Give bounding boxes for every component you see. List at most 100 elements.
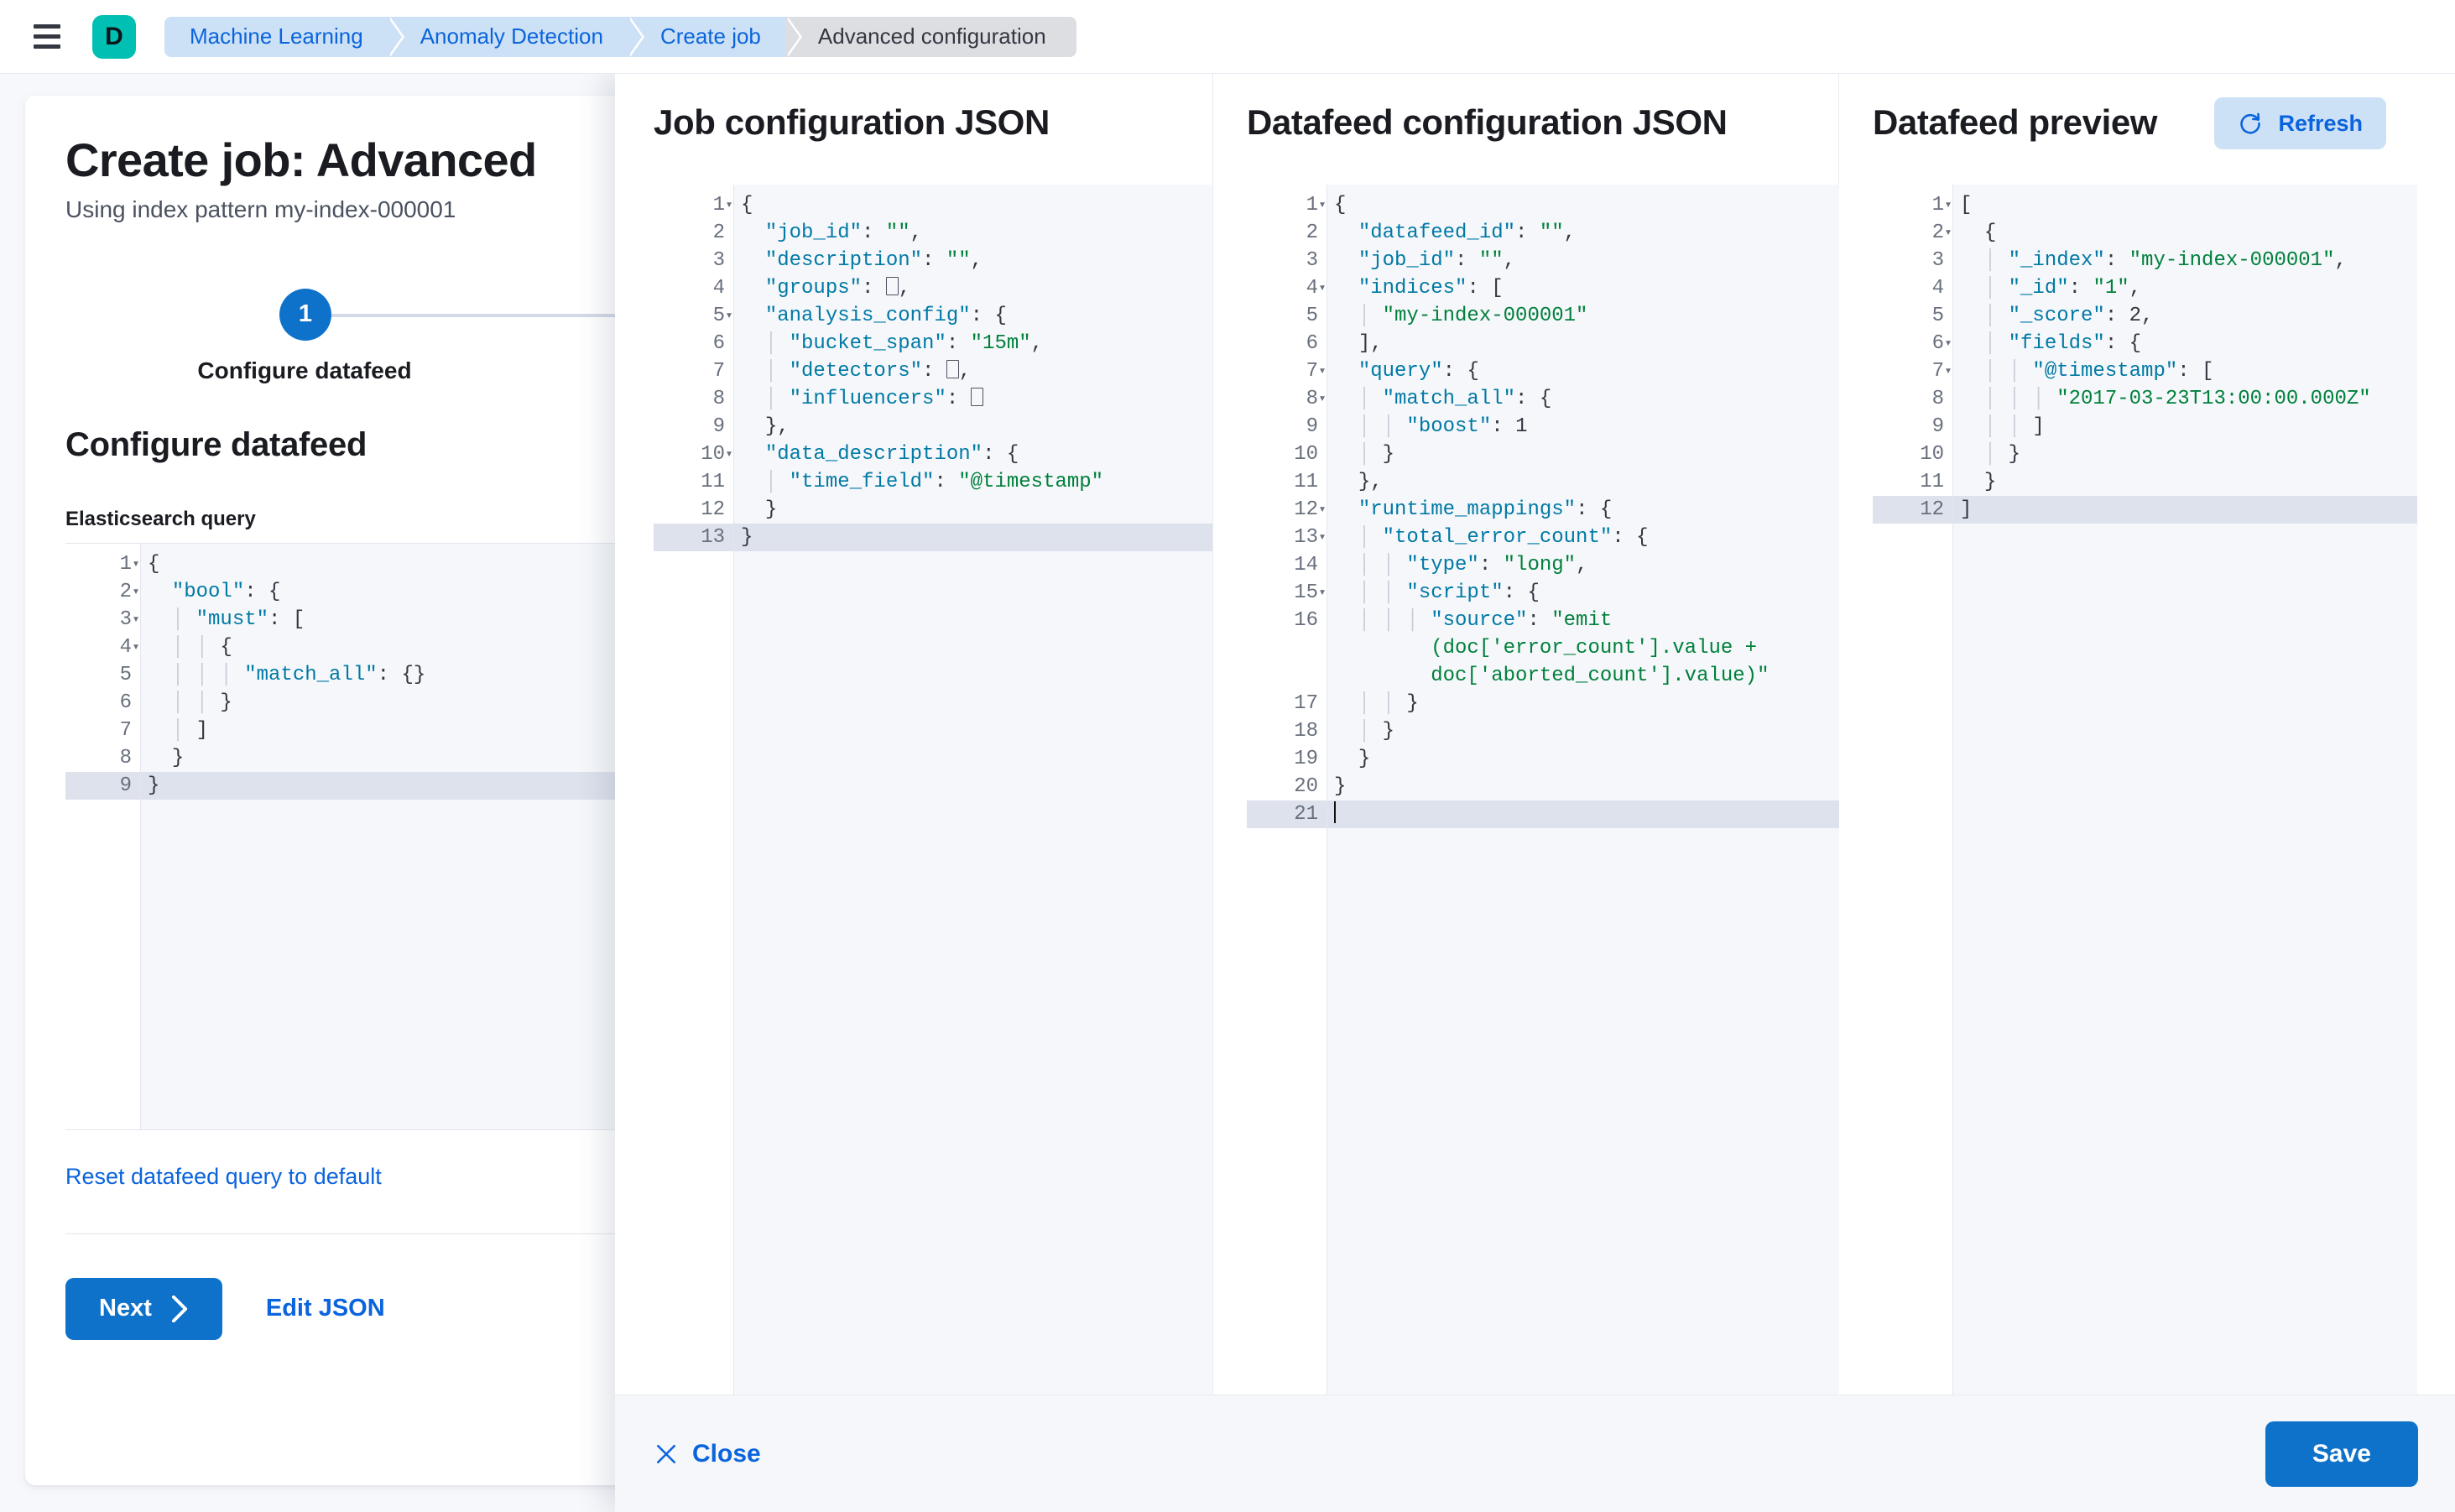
editor-code-area[interactable]: { "datafeed_id": "", "job_id": "", "indi… (1327, 185, 1839, 1395)
code-token: "indices" (1358, 277, 1467, 300)
editor-line-number: 8 (654, 385, 733, 413)
editor-line[interactable]: │ │ "type": "long", (1327, 551, 1839, 579)
editor-line[interactable]: "datafeed_id": "", (1327, 219, 1839, 247)
datafeed-configuration-json-editor[interactable]: 1▾234▾567▾8▾9101112▾13▾1415▾161718192021… (1247, 185, 1839, 1395)
editor-line[interactable]: }, (1327, 468, 1839, 496)
refresh-button[interactable]: Refresh (2214, 97, 2386, 149)
editor-line[interactable]: "analysis_config": { (734, 302, 1212, 330)
datafeed-preview-json-editor[interactable]: 1▾2▾3456▾7▾89101112 [ { │ "_index": "my-… (1873, 185, 2417, 1395)
code-token: "15m" (971, 332, 1031, 355)
job-configuration-title: Job configuration JSON (654, 102, 1050, 143)
code-token: │ (1960, 443, 2009, 466)
editor-line[interactable] (1327, 800, 1839, 828)
editor-line[interactable]: │ "my-index-000001" (1327, 302, 1839, 330)
editor-line[interactable]: "groups": , (734, 274, 1212, 302)
editor-line[interactable]: │ } (1327, 717, 1839, 745)
code-token: } (1383, 443, 1394, 466)
editor-line[interactable]: "job_id": "", (734, 219, 1212, 247)
editor-code-area[interactable]: [ { │ "_index": "my-index-000001", │ "_i… (1953, 185, 2417, 1395)
editor-line[interactable]: ] (1953, 496, 2417, 524)
reset-datafeed-query-link[interactable]: Reset datafeed query to default (65, 1164, 382, 1190)
editor-line[interactable]: } (1327, 773, 1839, 800)
code-token: "must" (196, 608, 268, 631)
editor-line[interactable]: │ │ │ "source": "emit (doc['error_count'… (1327, 607, 1839, 690)
editor-line[interactable]: │ │ "boost": 1 (1327, 413, 1839, 441)
code-token (1334, 277, 1358, 300)
job-configuration-json-editor[interactable]: 1▾2345▾678910▾111213 { "job_id": "", "de… (654, 185, 1212, 1395)
code-token (741, 498, 765, 521)
editor-line[interactable]: │ } (1953, 441, 2417, 468)
breadcrumb-item[interactable]: Machine Learning (164, 17, 388, 57)
code-token: "match_all" (244, 664, 377, 686)
editor-line[interactable]: │ "detectors": , (734, 357, 1212, 385)
editor-line-number: 12▾ (1247, 496, 1327, 524)
editor-line[interactable]: "query": { (1327, 357, 1839, 385)
breadcrumb-item[interactable]: Anomaly Detection (388, 17, 628, 57)
code-token: : { (2105, 332, 2141, 355)
editor-line[interactable]: "data_description": { (734, 441, 1212, 468)
datafeed-configuration-title: Datafeed configuration JSON (1247, 102, 1728, 143)
save-button[interactable]: Save (2265, 1421, 2418, 1487)
editor-line[interactable]: │ "total_error_count": { (1327, 524, 1839, 551)
code-token: │ (741, 471, 790, 493)
editor-line[interactable]: │ "_score": 2, (1953, 302, 2417, 330)
code-token: │ (1334, 526, 1383, 549)
code-token: }, (765, 415, 790, 438)
editor-line-number: 5 (1247, 302, 1327, 330)
editor-line[interactable]: │ │ "@timestamp": [ (1953, 357, 2417, 385)
editor-line[interactable]: ], (1327, 330, 1839, 357)
editor-line[interactable]: } (1327, 745, 1839, 773)
editor-line[interactable]: { (1953, 219, 2417, 247)
editor-line-number: 8 (65, 744, 140, 772)
editor-line-number: 4▾ (65, 633, 140, 661)
code-token: : (934, 471, 958, 493)
empty-array-glyph (886, 277, 899, 295)
editor-line[interactable]: { (734, 191, 1212, 219)
code-token: │ │ (1960, 415, 2032, 438)
editor-line[interactable]: } (1953, 468, 2417, 496)
code-token (1960, 471, 1984, 493)
editor-line-number: 9 (65, 772, 140, 800)
editor-line[interactable]: }, (734, 413, 1212, 441)
editor-line[interactable]: │ "match_all": { (1327, 385, 1839, 413)
next-button[interactable]: Next (65, 1278, 222, 1340)
editor-line[interactable]: } (734, 496, 1212, 524)
code-token: { (741, 194, 753, 216)
editor-line[interactable]: "runtime_mappings": { (1327, 496, 1839, 524)
editor-line[interactable]: "indices": [ (1327, 274, 1839, 302)
close-button[interactable]: Close (650, 1439, 766, 1469)
editor-line-number: 6▾ (1873, 330, 1952, 357)
editor-line-number: 4▾ (1247, 274, 1327, 302)
editor-line[interactable]: │ "_id": "1", (1953, 274, 2417, 302)
editor-line[interactable]: "description": "", (734, 247, 1212, 274)
editor-line[interactable]: │ "time_field": "@timestamp" (734, 468, 1212, 496)
editor-line[interactable]: │ "bucket_span": "15m", (734, 330, 1212, 357)
editor-line[interactable]: { (1327, 191, 1839, 219)
code-token: : (2105, 305, 2129, 327)
editor-line[interactable]: } (734, 524, 1212, 551)
editor-line[interactable]: │ "fields": { (1953, 330, 2417, 357)
edit-json-button[interactable]: Edit JSON (261, 1294, 390, 1323)
editor-line[interactable]: │ │ "script": { (1327, 579, 1839, 607)
app-logo[interactable]: D (92, 15, 136, 59)
code-token (148, 747, 172, 769)
editor-line[interactable]: │ │ ] (1953, 413, 2417, 441)
step-1-circle[interactable]: 1 (279, 289, 331, 341)
editor-line[interactable]: "job_id": "", (1327, 247, 1839, 274)
editor-line[interactable]: │ "_index": "my-index-000001", (1953, 247, 2417, 274)
editor-code-area[interactable]: { "job_id": "", "description": "", "grou… (734, 185, 1212, 1395)
code-token: "_score" (2009, 305, 2105, 327)
breadcrumb-item[interactable]: Create job (628, 17, 786, 57)
code-token: "long" (1504, 554, 1576, 576)
editor-line[interactable]: │ "influencers": (734, 385, 1212, 413)
code-token: } (220, 691, 232, 714)
editor-line[interactable]: [ (1953, 191, 2417, 219)
editor-line[interactable]: │ │ } (1327, 690, 1839, 717)
editor-line[interactable]: │ │ │ "2017-03-23T13:00:00.000Z" (1953, 385, 2417, 413)
hamburger-menu-icon[interactable] (29, 18, 65, 55)
code-token: ], (1358, 332, 1383, 355)
editor-line-number: 2▾ (1873, 219, 1952, 247)
editor-line[interactable]: │ } (1327, 441, 1839, 468)
code-token: │ (1960, 305, 2009, 327)
editor-line-number: 11 (654, 468, 733, 496)
